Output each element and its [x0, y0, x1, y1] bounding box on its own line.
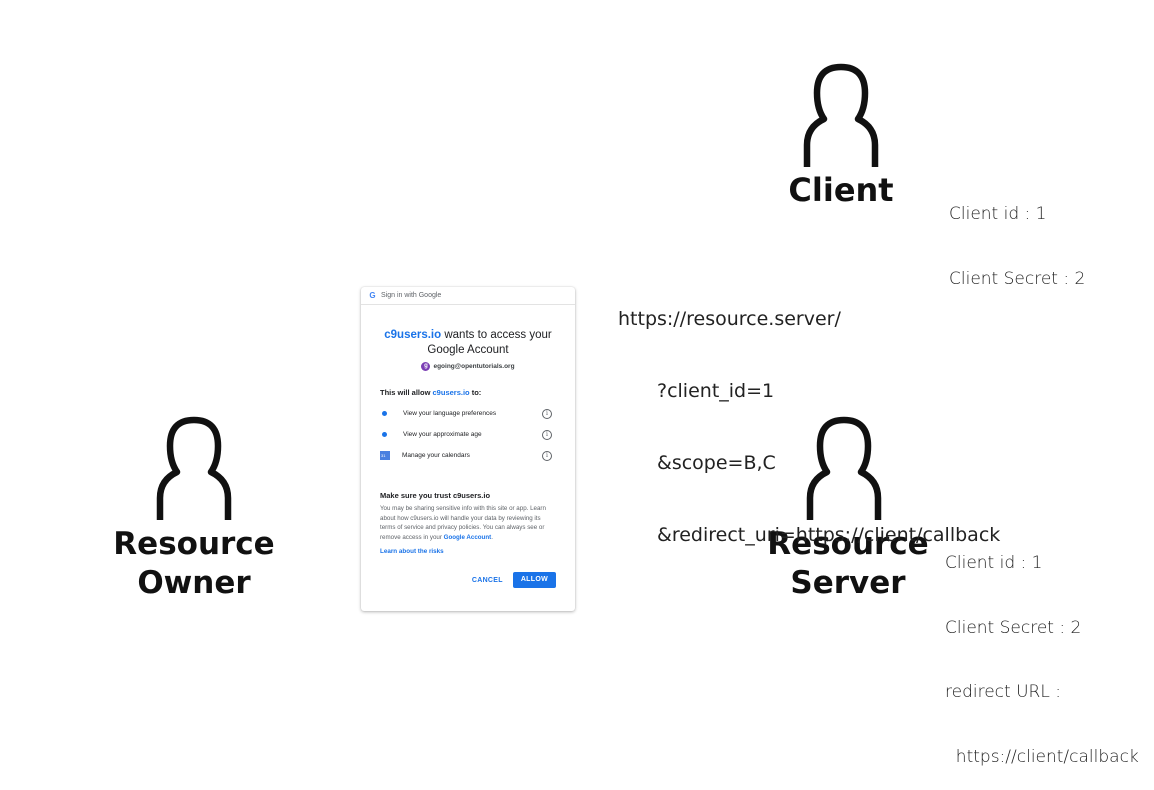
resource-server-label-line1: Resource [767, 526, 929, 562]
client-label: Client [788, 171, 894, 209]
trust-title: Make sure you trust c9users.io [380, 491, 491, 500]
allow-prefix: This will allow [380, 388, 433, 397]
calendar-icon [380, 451, 390, 460]
resource-server-label: Resource Server [758, 525, 938, 603]
client-person-icon [802, 63, 880, 169]
title-brand: c9users.io [384, 329, 442, 341]
cancel-button[interactable]: CANCEL [471, 576, 503, 584]
info-icon[interactable]: i [542, 450, 552, 461]
trust-body-text: You may be sharing sensitive info with t… [380, 505, 546, 541]
info-icon[interactable]: i [542, 408, 552, 419]
title-rest: wants to access your [441, 329, 552, 341]
resource-owner-label: Resource Owner [104, 525, 284, 603]
url-param-client-id: ?client_id=1 [657, 380, 775, 402]
allow-brand: c9users.io [432, 388, 470, 397]
rs-redirect-label-text: redirect URL : [945, 682, 1061, 702]
dialog-title: c9users.io wants to access your Google A… [361, 328, 575, 358]
resource-owner-person-icon [155, 416, 233, 522]
trust-body: You may be sharing sensitive info with t… [380, 504, 556, 542]
resource-server-person-icon [805, 416, 883, 522]
account-email: egoing@opentutorials.org [433, 363, 515, 370]
url-param-redirect-uri: &redirect_uri=https://client/callback [657, 524, 1001, 546]
account-chip[interactable]: g egoing@opentutorials.org [361, 362, 575, 371]
info-icon[interactable]: i [542, 429, 552, 440]
url-param-scope: &scope=B,C [657, 452, 776, 474]
allow-button[interactable]: ALLOW [512, 572, 556, 588]
rs-client-secret-text: Client Secret : 2 [945, 617, 1082, 638]
client-id-text: Client id : 1 [949, 204, 1047, 224]
permission-item-age: View your approximate age i [380, 424, 552, 445]
client-credentials: Client id : 1 Client Secret : 2 [949, 161, 1085, 312]
resource-owner-label-line2: Owner [137, 564, 251, 601]
trust-body-end: . [491, 533, 493, 541]
google-account-link[interactable]: Google Account [443, 533, 492, 541]
authorization-request-url: https://resource.server/ ?client_id=1 &s… [618, 259, 1000, 571]
client-secret-text: Client Secret : 2 [949, 268, 1086, 289]
resource-owner-label-line1: Resource [113, 526, 275, 562]
bullet-icon [382, 411, 387, 416]
bullet-icon [382, 432, 387, 437]
url-base: https://resource.server/ [618, 308, 841, 330]
google-consent-dialog: G Sign in with Google c9users.io wants t… [361, 287, 575, 611]
google-g-icon: G [369, 291, 376, 300]
title-line2: Google Account [427, 344, 509, 356]
dialog-header-text: Sign in with Google [381, 292, 442, 299]
dialog-header: G Sign in with Google [361, 287, 575, 305]
learn-risks-link[interactable]: Learn about the risks [380, 548, 444, 556]
permission-list: View your language preferences i View yo… [361, 403, 575, 466]
allow-heading: This will allow c9users.io to: [380, 388, 575, 397]
resource-server-label-line2: Server [790, 564, 906, 601]
permission-item-calendar: Manage your calendars i [380, 445, 552, 466]
rs-redirect-url-text: https://client/callback [945, 746, 1139, 767]
permission-text: Manage your calendars [402, 452, 470, 459]
permission-item-language: View your language preferences i [380, 403, 552, 424]
permission-text: View your approximate age [403, 431, 482, 438]
dialog-actions: CANCEL ALLOW [472, 572, 556, 588]
permission-text: View your language preferences [403, 410, 497, 417]
rs-client-id-text: Client id : 1 [945, 553, 1043, 573]
avatar: g [421, 362, 431, 371]
allow-suffix: to: [469, 388, 482, 397]
